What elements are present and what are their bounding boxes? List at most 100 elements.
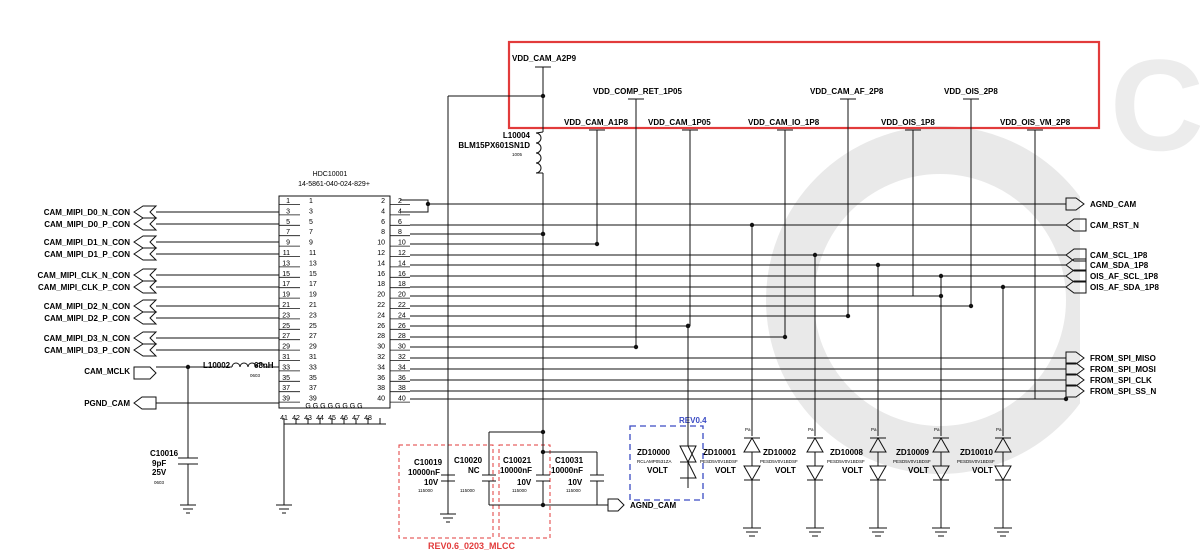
pin-num-left-outer: 13 (282, 260, 290, 267)
pin-num-left-outer: 19 (282, 292, 290, 299)
left-net-label: CAM_MIPI_D0_N_CON (44, 208, 130, 217)
l10004-size: 1005 (512, 152, 523, 157)
pin-num-right-outer: 22 (398, 302, 406, 309)
junction-dot (1063, 396, 1069, 402)
pin-num-left-outer: 29 (282, 344, 290, 351)
pin-num-right-inner: 38 (377, 385, 385, 392)
pin-num-left-inner: 35 (309, 375, 317, 382)
connector-ic-body (278, 195, 391, 409)
pin-num-left-outer: 15 (282, 271, 290, 278)
pin-num-left-outer: 21 (282, 302, 290, 309)
pin-num-right-inner: 40 (377, 396, 385, 403)
offpage-connector (1065, 197, 1085, 211)
zener-pin-label: Pa (745, 427, 751, 432)
pin-num-left-inner: 13 (309, 260, 317, 267)
pin-num-right-inner: 22 (377, 302, 385, 309)
pin-num-left-outer: 23 (282, 312, 290, 319)
pin-num-right-inner: 34 (377, 364, 385, 371)
zener-array: PaZD10001PESD5V0V1BDSFVOLTPaZD10002PESD5… (700, 225, 1012, 537)
power-rail-stem (589, 129, 605, 244)
pin-num-right-outer: 24 (398, 312, 406, 319)
pin-num-right-outer: 40 (398, 396, 406, 403)
zener-ref: ZD10001 (703, 448, 736, 457)
left-net-label: CAM_MIPI_D2_N_CON (44, 302, 130, 311)
pin-num-left-inner: 37 (309, 385, 317, 392)
zener-pin-label: Pa (808, 427, 814, 432)
left-net-label: CAM_MIPI_D3_N_CON (44, 334, 130, 343)
pin-num-left-inner: 9 (309, 240, 313, 247)
pin-num-right-inner: 14 (377, 260, 385, 267)
right-net-label: FROM_SPI_CLK (1090, 376, 1152, 385)
c10019-value: 10000nF (408, 468, 440, 477)
pin-num-left-outer: 17 (282, 281, 290, 288)
zd10000-ref: ZD10000 (637, 448, 670, 457)
gnd-symbol (806, 527, 824, 537)
right-net-label: CAM_RST_N (1090, 221, 1139, 230)
ic-part: 14-5861-040-024-829+ (298, 181, 370, 188)
zener-ref: ZD10010 (960, 448, 993, 457)
power-rail-highlight-box (507, 40, 1101, 130)
pin-num-left-inner: 19 (309, 292, 317, 299)
c10016-value: 9pF (152, 459, 166, 468)
pin-num-right-outer: 20 (398, 292, 406, 299)
pin-num-right-inner: 2 (381, 198, 385, 205)
power-rail-label: VDD_CAM_AF_2P8 (810, 87, 884, 96)
c10020-value: NC (468, 466, 480, 475)
pin-num-right-outer: 28 (398, 333, 406, 340)
c10031-voltage: 10V (568, 478, 583, 487)
power-rail-label: VDD_OIS_1P8 (881, 118, 935, 127)
power-rail-label: VDD_CAM_1P05 (648, 118, 711, 127)
offpage-connector (133, 299, 158, 313)
junction-dot (685, 323, 691, 329)
zener-part: PESD5V0V1BDSF (893, 459, 931, 464)
offpage-connector (1065, 258, 1087, 272)
l10004-part: BLM15PX601SN1D (458, 141, 530, 150)
right-net-label: FROM_SPI_SS_N (1090, 387, 1156, 396)
pin-num-right-inner: 28 (377, 333, 385, 340)
pin-num-right-inner: 26 (377, 323, 385, 330)
offpage-connector (1065, 269, 1087, 283)
pin-num-left-inner: 25 (309, 323, 317, 330)
ic-ref: HDC10001 (313, 171, 348, 178)
offpage-connector (133, 311, 158, 325)
c10019-voltage: 10V (424, 478, 439, 487)
pin-num-left-outer: 11 (283, 250, 290, 257)
zener-ref: ZD10009 (896, 448, 929, 457)
zener-symbol (932, 436, 950, 528)
offpage-connector (1065, 384, 1085, 398)
pin-num-left-outer: 27 (282, 333, 290, 340)
zener-ref: ZD10008 (830, 448, 863, 457)
offpage-connector (1065, 373, 1085, 387)
zener-symbol (994, 436, 1012, 528)
zener-volt: VOLT (972, 466, 993, 475)
pin-num-right-outer: 18 (398, 281, 406, 288)
zd10000-symbol (679, 326, 697, 488)
c10031-size: 115000 (566, 488, 581, 493)
junction-dot (540, 93, 546, 99)
c10021-value: 10000nF (500, 466, 532, 475)
c10031-value: 10000nF (551, 466, 583, 475)
power-rail-label: VDD_CAM_IO_1P8 (748, 118, 820, 127)
junction-dot (540, 429, 546, 435)
c10016-size: 0603 (154, 480, 165, 485)
pin2-4-tie (400, 199, 429, 213)
pin-num-left-inner: 7 (309, 229, 313, 236)
pin-num-right-outer: 2 (398, 198, 402, 205)
rev-red-box-2 (498, 444, 551, 539)
pin-num-left-inner: 23 (309, 312, 317, 319)
pin-num-right-outer: 14 (398, 260, 406, 267)
offpage-connector (133, 366, 157, 380)
offpage-connector (1065, 351, 1085, 365)
pin-num-right-outer: 12 (398, 250, 406, 257)
pin-num-left-inner: 39 (309, 396, 317, 403)
c10031-ref: C10031 (555, 456, 584, 465)
offpage-connector (1065, 280, 1087, 294)
rev-blue-box (629, 425, 704, 501)
pin-num-left-inner: 3 (309, 208, 313, 215)
pin-num-right-inner: 30 (377, 344, 385, 351)
offpage-connector (1065, 218, 1087, 232)
power-rail-stem (1027, 129, 1043, 399)
gnd-symbol (743, 527, 761, 537)
